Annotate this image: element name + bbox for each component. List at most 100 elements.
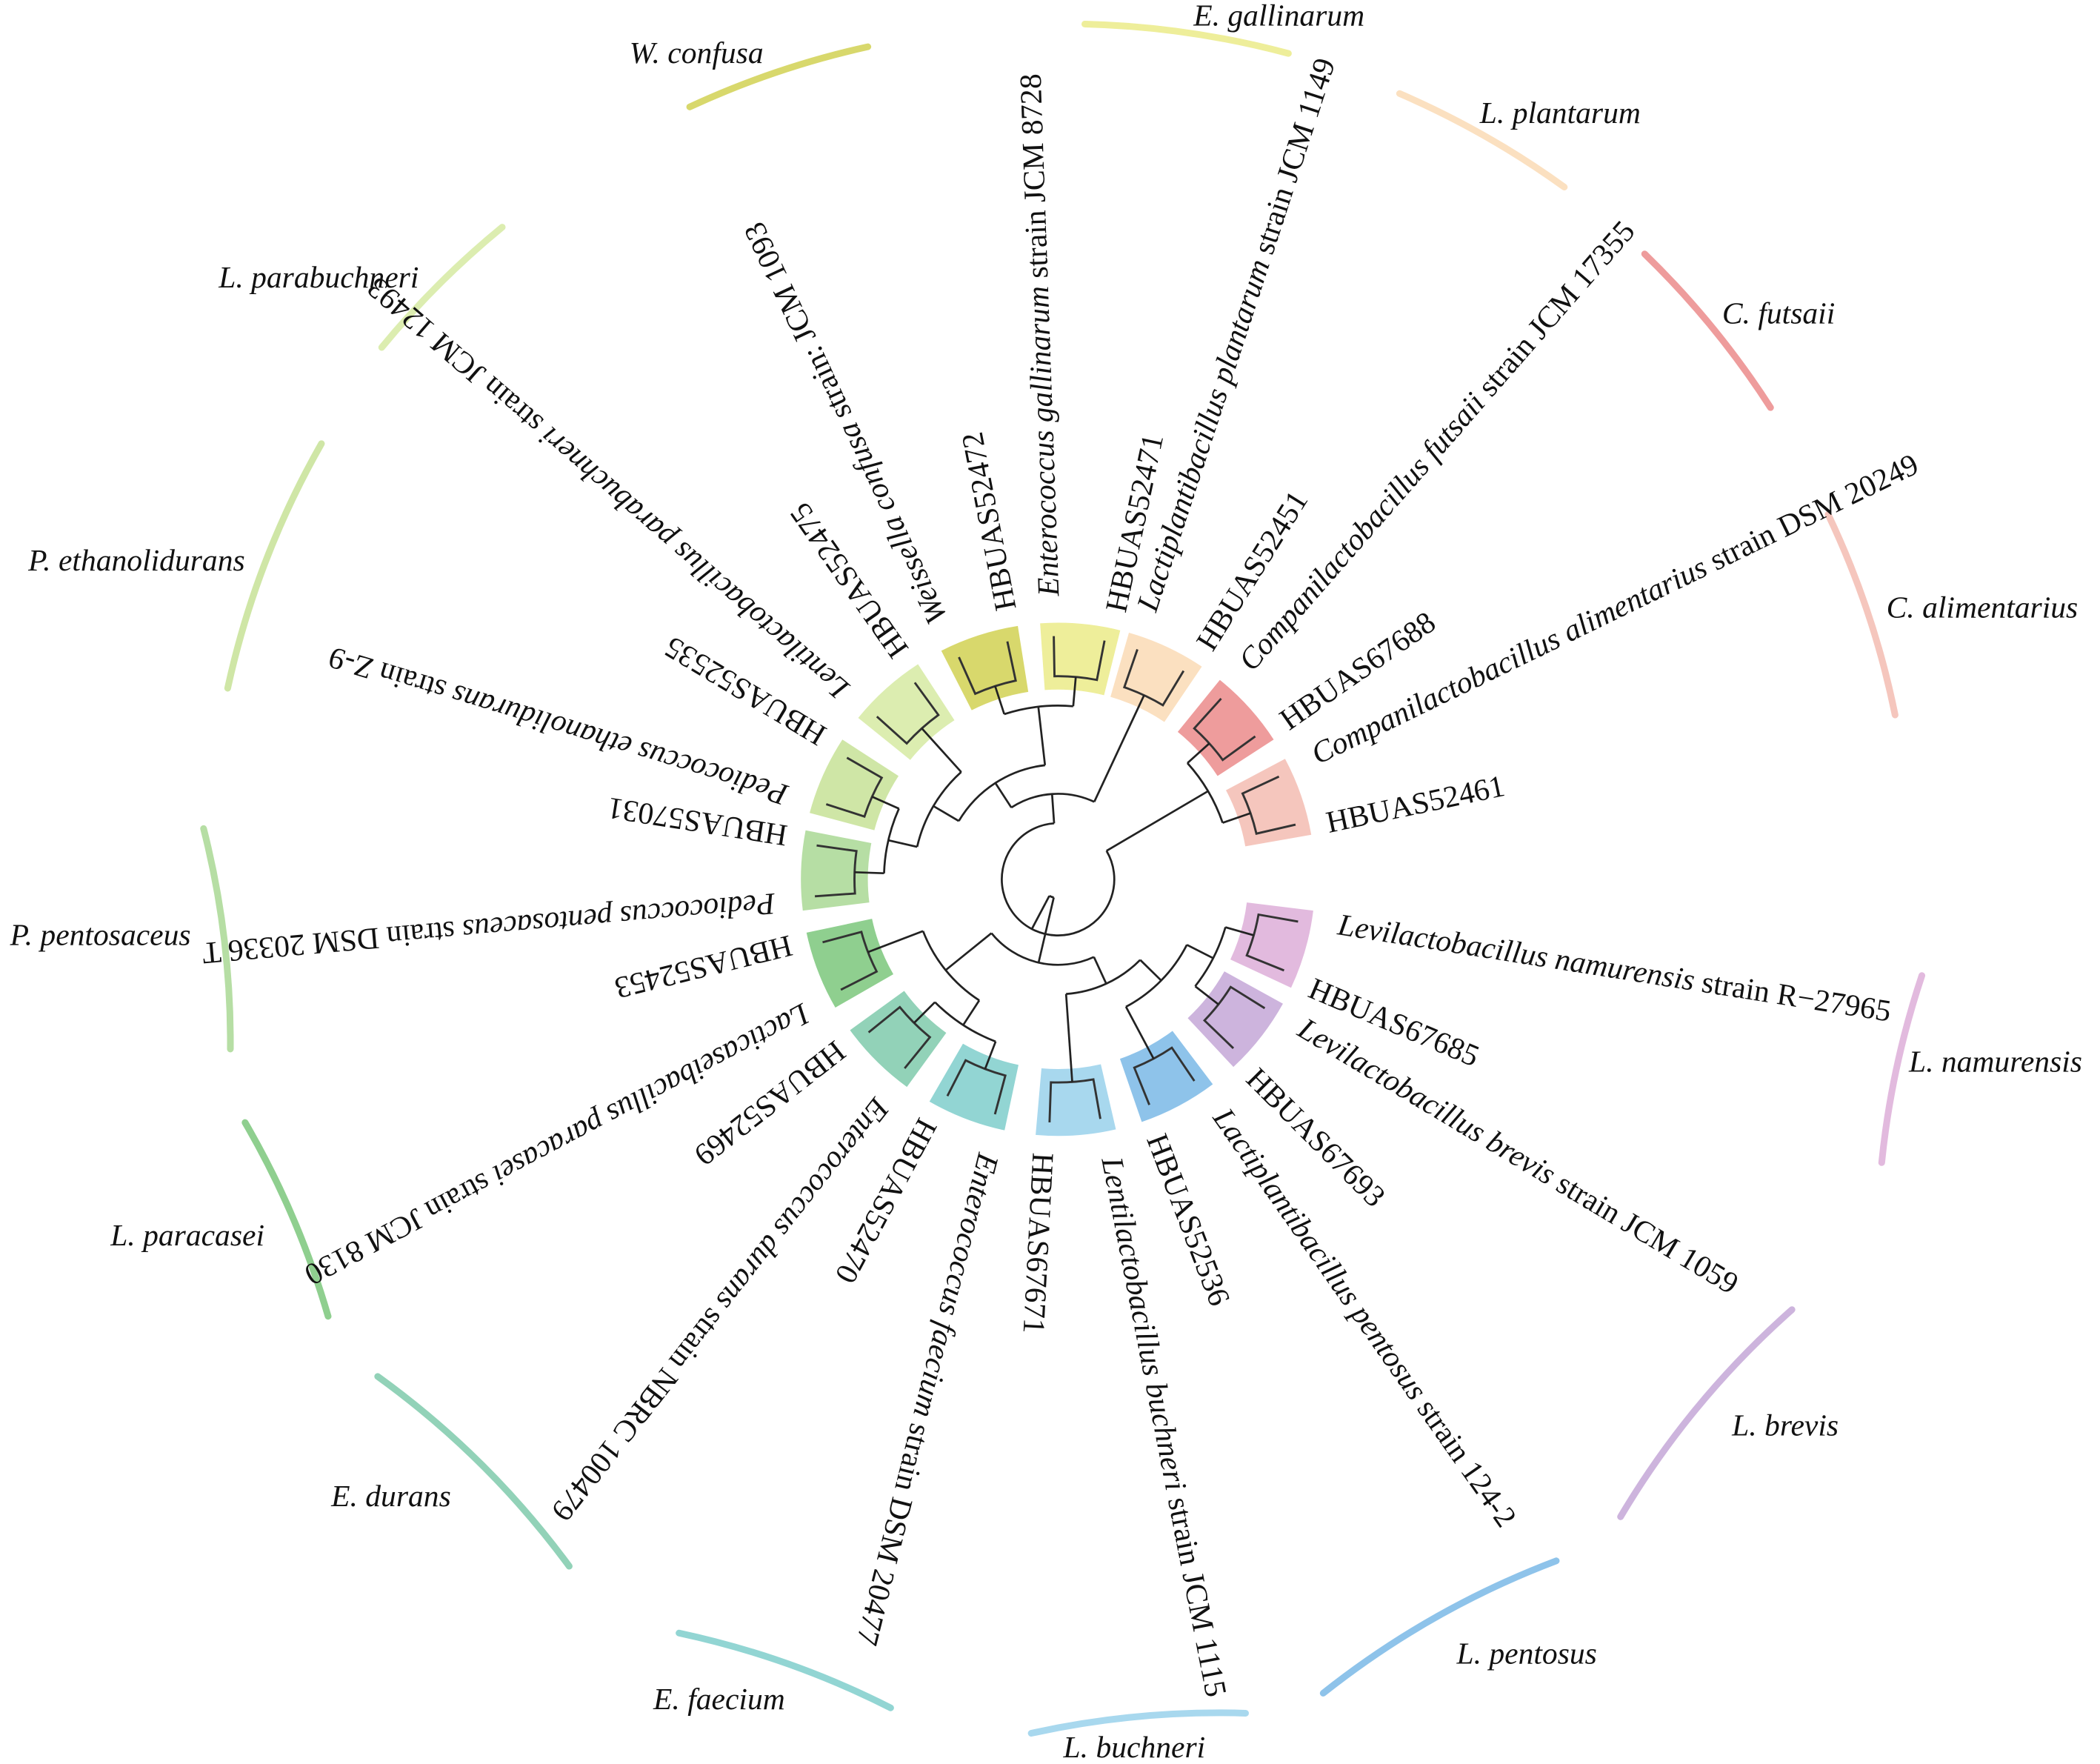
cluster-highlight-box	[1040, 622, 1121, 696]
tree-branch	[1030, 902, 1047, 930]
tree-branch	[994, 782, 1013, 808]
species-label: L. buchneri	[1063, 1730, 1206, 1764]
cluster-highlights	[801, 622, 1313, 1136]
reference-strain-id: strain NBRC 100479	[545, 1296, 737, 1527]
tree-branch	[1093, 956, 1107, 985]
cluster-highlight-box	[929, 1043, 1019, 1131]
tree-branch	[913, 1001, 936, 1024]
tree-branch	[962, 999, 981, 1026]
isolate-label: HBUAS67671	[1017, 1152, 1061, 1334]
cluster-highlight-box	[941, 625, 1029, 710]
tree-branch	[933, 805, 960, 822]
species-arc	[1081, 20, 1292, 57]
species-label: C. futsaii	[1722, 296, 1835, 330]
reference-strain-id: strain JCM 17355	[1466, 214, 1641, 408]
reference-species-name: Pediococcus pentosaceus	[461, 887, 777, 948]
reference-strain-id: strain JCM 12493	[360, 270, 555, 445]
species-label: W. confusa	[630, 36, 764, 70]
tree-branch	[1037, 897, 1055, 963]
cluster-highlight-box	[1187, 971, 1283, 1068]
species-arc	[1641, 250, 1774, 411]
reference-strain-id: strain JCM 8130	[299, 1162, 503, 1292]
tree-branch	[1050, 793, 1056, 824]
species-arc	[686, 43, 872, 110]
tree-branch	[1222, 812, 1251, 824]
species-label: L. parabuchneri	[218, 260, 419, 294]
reference-species-name: Enterococcus gallinarum	[1021, 285, 1066, 597]
tree-branches	[814, 636, 1299, 1123]
species-label: E. faecium	[653, 1682, 785, 1716]
species-arc	[1396, 90, 1568, 191]
species-label: P. ethanolidurans	[27, 543, 245, 577]
tree-branch	[921, 728, 962, 773]
cluster-highlight-box	[1119, 1031, 1213, 1122]
species-arc	[241, 1119, 332, 1320]
tree-branch	[1186, 944, 1214, 959]
species-label: P. pentosaceus	[10, 917, 191, 951]
tree-node-arc	[1001, 822, 1116, 936]
cluster-highlight-box	[810, 739, 899, 831]
species-arcs	[200, 20, 1926, 1737]
reference-strain-id: strain JCM 1115	[1160, 1487, 1233, 1700]
tree-branch	[1037, 706, 1047, 765]
reference-species-name: Levilactobacillus namurensis	[1335, 907, 1697, 997]
tree-node-arc	[883, 808, 900, 873]
reference-strain-id: strain JCM 1059	[1544, 1162, 1744, 1300]
tree-branch	[1139, 959, 1162, 982]
species-arc	[374, 1373, 573, 1570]
reference-strain-id: strain DSM 20336 T	[201, 914, 464, 971]
species-label: C. alimentarius	[1887, 590, 2079, 624]
cluster-highlight-box	[858, 664, 955, 760]
tree-branch	[1064, 994, 1073, 1082]
tree-branch	[888, 839, 918, 848]
species-label: L. namurensis	[1908, 1045, 2082, 1079]
tree-branch	[1093, 694, 1145, 802]
species-arc	[378, 224, 506, 351]
cluster-highlight-box	[1177, 679, 1274, 776]
tree-node-arc	[1048, 895, 1054, 899]
tree-branch	[984, 1041, 997, 1070]
tree-node-arc	[934, 1001, 996, 1043]
reference-strain-label: Levilactobacillus namurensis strain R−27…	[1335, 907, 1893, 1028]
tree-branch	[867, 930, 924, 953]
cluster-highlight-box	[1110, 632, 1202, 722]
reference-strain-label: Levilactobacillus brevis strain JCM 1059	[1292, 1011, 1744, 1300]
species-label: E. gallinarum	[1193, 0, 1364, 32]
isolate-label: HBUAS52536	[1140, 1129, 1237, 1310]
reference-strain-id: strain: JCM 1093	[737, 217, 861, 432]
isolate-label: HBUAS52453	[612, 929, 796, 1006]
isolate-label: HBUAS52461	[1323, 768, 1507, 839]
tree-branch	[1124, 1006, 1155, 1059]
species-label: L. plantarum	[1479, 96, 1641, 130]
species-arc	[676, 1629, 894, 1711]
reference-strain-id: strain DSM 20249	[1697, 447, 1924, 580]
reference-strain-label: Enterococcus gallinarum strain JCM 8728	[1013, 73, 1066, 598]
tree-branch	[1044, 895, 1050, 904]
isolate-label: HBUAS52472	[955, 430, 1023, 614]
tree-node-arc	[1010, 793, 1095, 809]
species-label: L. paracasei	[110, 1218, 264, 1252]
reference-strain-id: strain JCM 1149	[1244, 54, 1341, 266]
reference-strain-id: strain JCM 8728	[1013, 73, 1055, 287]
cluster-highlight-box	[1036, 1064, 1116, 1136]
tree-branch	[1194, 985, 1219, 1005]
reference-species-name: Enterococcus faecium	[907, 1149, 1006, 1421]
reference-strain-id: strain R−27965	[1692, 963, 1893, 1028]
cluster-highlight-box	[1226, 759, 1312, 847]
species-arc	[1027, 1709, 1249, 1737]
cluster-highlight-box	[1230, 902, 1313, 988]
species-arc	[1617, 1306, 1796, 1520]
tree-branch	[854, 871, 884, 875]
species-arc	[1824, 510, 1899, 719]
species-label: E. durans	[330, 1479, 451, 1513]
species-label: L. pentosus	[1456, 1637, 1596, 1671]
reference-strain-id: strain 124-2	[1407, 1386, 1524, 1533]
tree-branch	[994, 685, 1006, 715]
species-label: L. brevis	[1731, 1408, 1839, 1442]
species-labels: C. alimentarius C. futsaii L. plantarum E. …	[10, 0, 2082, 1764]
tree-branch	[1187, 742, 1210, 764]
species-arc	[1878, 972, 1926, 1166]
reference-strain-id: strain DSM 20477	[850, 1413, 940, 1648]
